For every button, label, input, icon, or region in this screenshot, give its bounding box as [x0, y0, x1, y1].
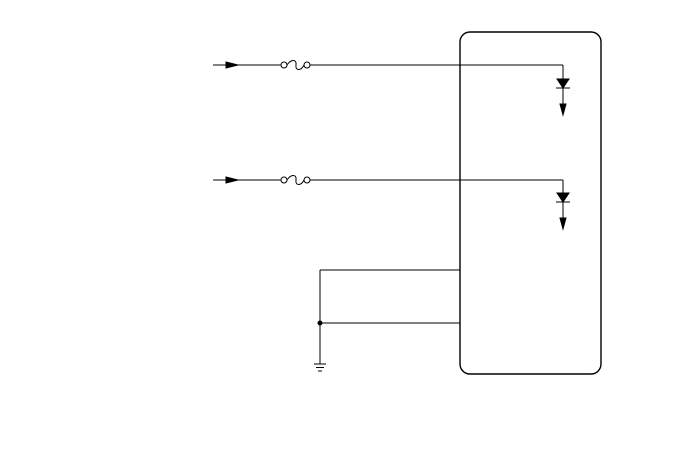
diode-icon	[556, 78, 570, 89]
arrow-down-icon	[559, 103, 567, 117]
fuse-icon	[280, 60, 311, 70]
arrow-icon	[225, 176, 239, 184]
ground-circuit	[314, 269, 460, 372]
input-line-2	[213, 175, 570, 231]
arrow-down-icon	[559, 217, 567, 231]
fuse-icon	[280, 175, 311, 185]
input-line-1	[213, 60, 570, 117]
junction-dot	[317, 320, 323, 326]
diode-icon	[556, 192, 570, 203]
ground-icon	[314, 363, 326, 372]
module-box	[459, 31, 602, 375]
arrow-icon	[225, 61, 239, 69]
